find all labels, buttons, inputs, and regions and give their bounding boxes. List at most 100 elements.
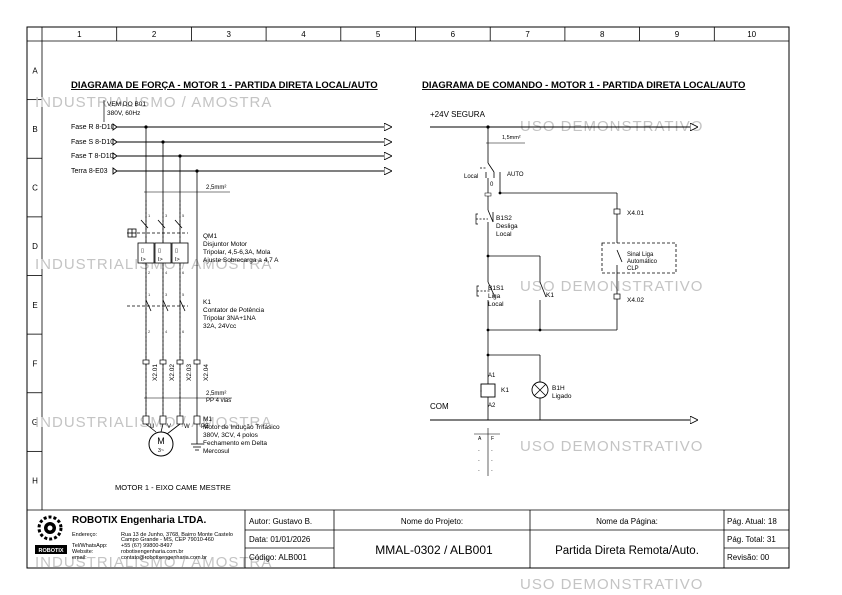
- motor-cable-size: 2,5mm²: [206, 391, 226, 397]
- row-grid-lines: [27, 99, 42, 452]
- ground-icon: [191, 443, 203, 451]
- breaker-indicators: ▯▯▯ I>I>I>: [141, 248, 180, 263]
- row-label: E: [32, 301, 37, 310]
- svg-text:4: 4: [165, 329, 168, 334]
- row-label: B: [32, 125, 37, 134]
- contact-address-1: Rua 13 de Junho, 3768, Bairro Monte Cast…: [121, 532, 233, 538]
- contact-email: contato@robotixengenharia.com.br: [121, 555, 207, 561]
- watermark-right: USO DEMONSTRATIVO: [520, 576, 703, 593]
- breaker-desc-2: Tripolar, 4,5-6,3A, Mola: [203, 249, 271, 256]
- clp-desc-3: CLP: [627, 266, 639, 272]
- company-contacts: Endereço: Tel/WhatsApp: Website: email: …: [72, 532, 233, 561]
- svg-text:6: 6: [182, 329, 185, 334]
- watermark-right: USO DEMONSTRATIVO: [520, 118, 703, 135]
- page-current: Pág. Atual: 18: [727, 517, 777, 526]
- control-diagram: DIAGRAMA DE COMANDO - MOTOR 1 - PARTIDA …: [422, 80, 745, 476]
- terminal-x401: X4.01: [627, 210, 644, 217]
- revision-field: Revisão: 00: [727, 553, 770, 562]
- motor-tag: M1: [203, 416, 212, 423]
- motor-desc-1: Motor de Indução Trifásico: [203, 424, 280, 431]
- svg-text:I>: I>: [175, 257, 180, 263]
- contact-label-phone: Tel/WhatsApp:: [72, 543, 108, 549]
- contactor-desc-3: 32A, 24Vcc: [203, 323, 237, 330]
- breaker-desc-1: Disjuntor Motor: [203, 241, 248, 248]
- k1-coil-symbol: [480, 383, 496, 398]
- svg-text:3: 3: [165, 292, 168, 297]
- terminal-x202: X2.02: [169, 364, 176, 381]
- column-label: 9: [675, 30, 680, 39]
- terminal-x204: X2.04: [203, 364, 210, 381]
- motor-terminal-pe: PE: [201, 424, 209, 430]
- phase-s-label: Fase S 8-D10: [71, 139, 114, 146]
- phase-r-label: Fase R 8-D10: [71, 124, 115, 131]
- ground-label: Terra 8-E03: [71, 168, 108, 175]
- motor-symbol: [148, 431, 174, 457]
- svg-text:2: 2: [148, 329, 151, 334]
- lamp-tag: B1H: [552, 385, 565, 392]
- k1-aux-contact-tag: K1: [546, 292, 554, 299]
- column-label: 5: [376, 30, 381, 39]
- drawing-frame: [26, 26, 790, 569]
- stop-button-desc-2: Local: [496, 231, 512, 238]
- svg-text:▯: ▯: [175, 248, 178, 254]
- svg-text:3: 3: [165, 213, 168, 218]
- power-cable-label: 2,5mm²: [206, 185, 226, 191]
- svg-text:2: 2: [148, 270, 151, 275]
- column-label: 1: [77, 30, 82, 39]
- page-name-label: Nome da Página:: [596, 517, 658, 526]
- stop-button-desc-1: Desliga: [496, 223, 518, 230]
- power-diagram-title: DIAGRAMA DE FORÇA - MOTOR 1 - PARTIDA DI…: [71, 80, 378, 91]
- date-field: Data: 01/01/2026: [249, 535, 311, 544]
- motor-desc-4: Mercosul: [203, 448, 230, 455]
- svg-text:▯: ▯: [141, 248, 144, 254]
- project-name-label: Nome do Projeto:: [401, 517, 463, 526]
- clp-signal-box: [601, 242, 677, 274]
- start-pushbutton-icon: [476, 285, 491, 297]
- start-button-tag: B1S1: [488, 285, 504, 292]
- contact-header-f: F: [491, 436, 494, 442]
- selector-zero-label: 0: [490, 182, 494, 188]
- coil-a2: A2: [488, 403, 496, 409]
- breaker-qm1-symbol: [127, 219, 189, 264]
- svg-text:I>: I>: [158, 257, 163, 263]
- svg-text:6: 6: [182, 270, 185, 275]
- title-block: [27, 509, 789, 568]
- breaker-desc-3: Ajuste Sobrecarga a 4,7 A: [203, 257, 279, 264]
- column-grid-lines: [116, 27, 715, 41]
- breaker-tag: QM1: [203, 233, 217, 240]
- start-button-desc-1: Liga: [488, 293, 501, 300]
- contact-label-website: Website:: [72, 549, 94, 555]
- row-label: D: [32, 242, 38, 251]
- contactor-desc-1: Contator de Potência: [203, 307, 264, 314]
- stop-button-tag: B1S2: [496, 215, 512, 222]
- common-label: COM: [430, 402, 449, 411]
- code-field: Código: ALB001: [249, 553, 307, 562]
- row-label: F: [33, 359, 38, 368]
- row-label: A: [32, 66, 38, 75]
- watermark-layer: INDUSTRIALISMO / AMOSTRA INDUSTRIALISMO …: [35, 94, 703, 593]
- watermark-left: INDUSTRIALISMO / AMOSTRA: [35, 256, 272, 273]
- contact-label-address: Endereço:: [72, 532, 98, 538]
- project-name-value: MMAL-0302 / ALB001: [375, 543, 493, 557]
- contact-header-a: A: [478, 436, 482, 442]
- contact-address-2: Campo Grande - MS, CEP 79010-460: [121, 537, 214, 543]
- contactor-k1-symbol: [127, 299, 188, 312]
- motor-desc-2: 380V, 3CV, 4 polos: [203, 432, 259, 439]
- svg-text:1: 1: [148, 292, 151, 297]
- watermark-left: INDUSTRIALISMO / AMOSTRA: [35, 554, 272, 571]
- column-label: 4: [301, 30, 306, 39]
- motor-terminal-v: V: [167, 424, 171, 430]
- svg-text:I>: I>: [141, 257, 146, 263]
- svg-text:-: -: [478, 448, 480, 454]
- coil-tag: K1: [501, 387, 509, 394]
- svg-text:4: 4: [165, 270, 168, 275]
- contactor-tag: K1: [203, 299, 211, 306]
- power-source-label: VEM DO B01: [107, 101, 146, 108]
- row-label: G: [32, 418, 38, 427]
- phase-t-label: Fase T 8-D10: [71, 153, 114, 160]
- page-name-value: Partida Direta Remota/Auto.: [555, 545, 699, 557]
- column-label: 8: [600, 30, 605, 39]
- company-logo: ROBOTIX: [35, 515, 67, 554]
- motor-terminal-u: U: [150, 424, 154, 430]
